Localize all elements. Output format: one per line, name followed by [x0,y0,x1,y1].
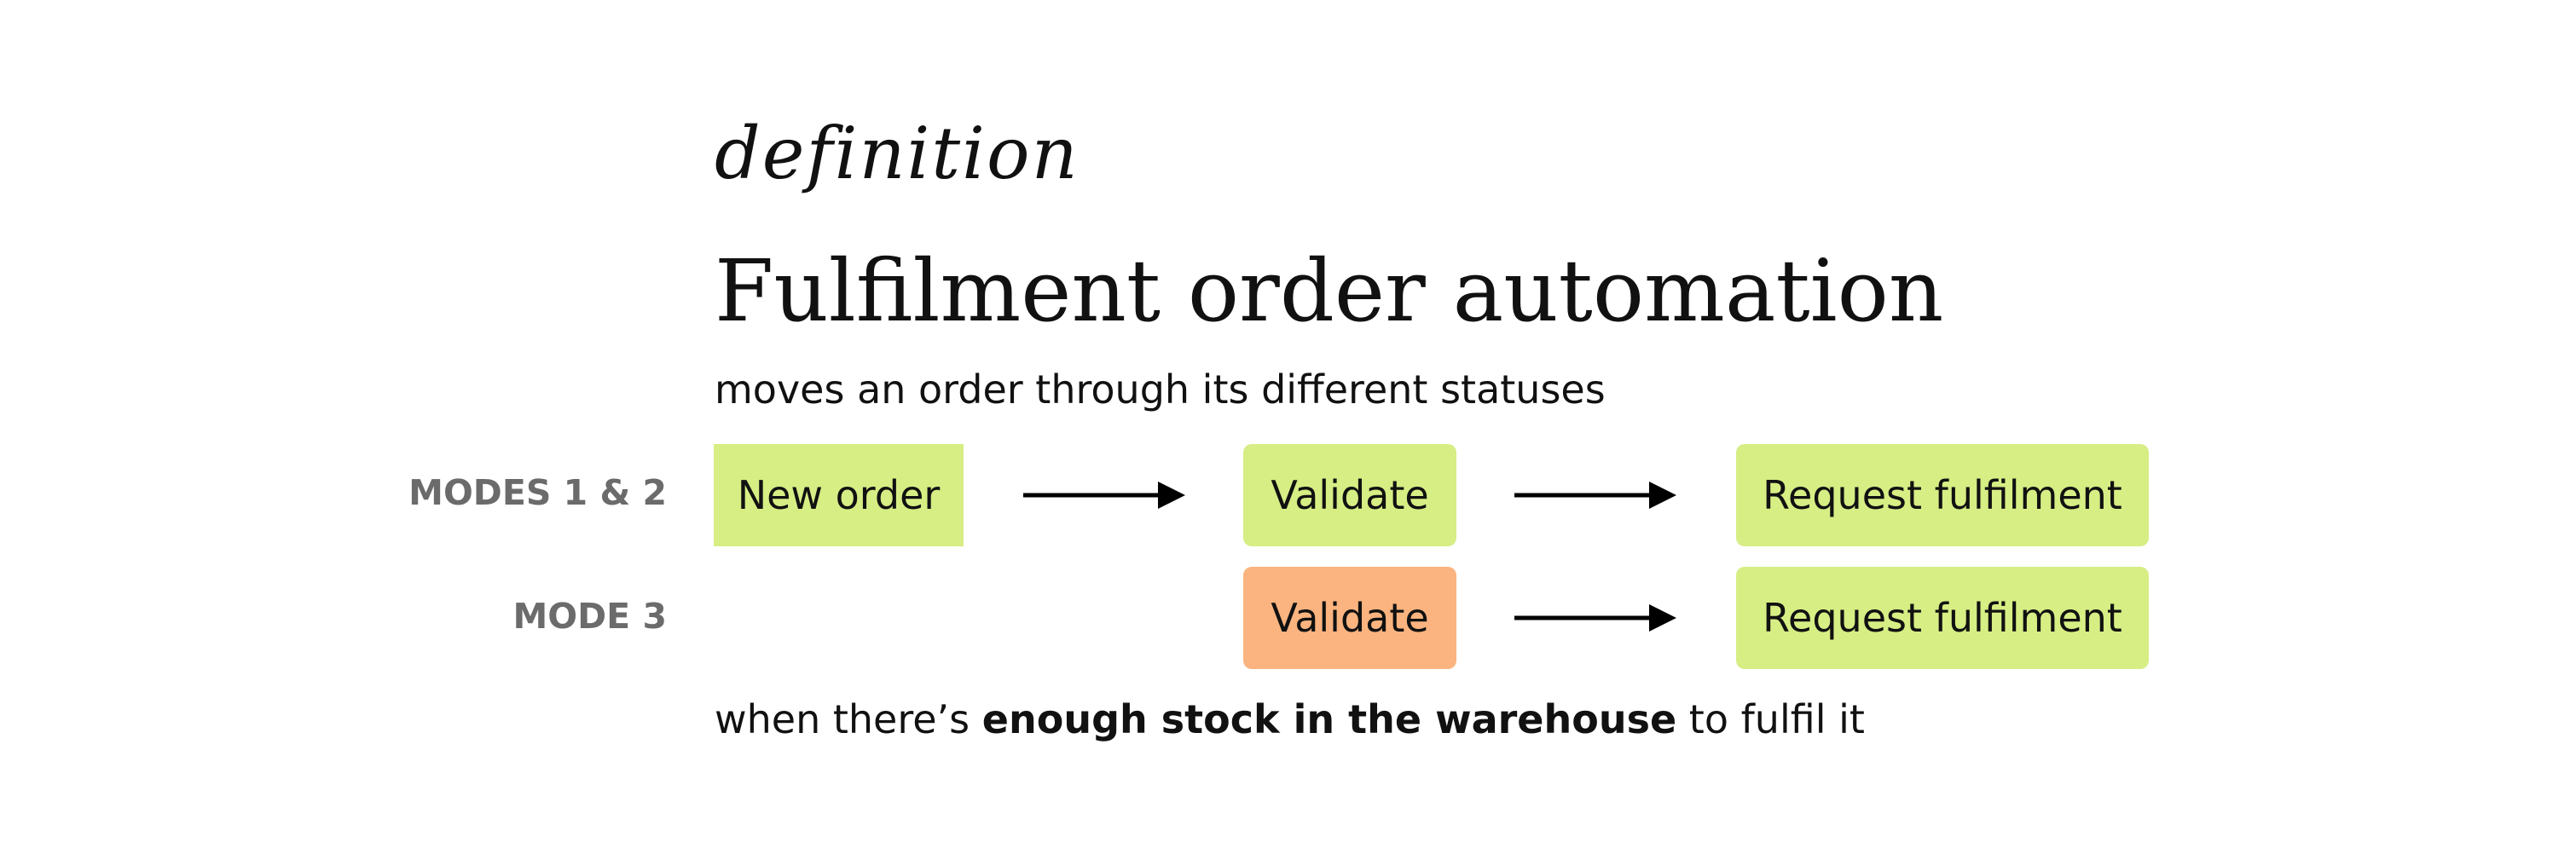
footer-text-before: when there’s [715,696,982,742]
step-validate-mode-3: Validate [1243,567,1456,669]
footer-text-after: to fulfil it [1676,696,1865,742]
footer-condition: when there’s enough stock in the warehou… [715,698,1865,741]
footer-emphasis: enough stock in the warehouse [981,696,1677,742]
row-label-mode-3: MODE 3 [512,596,668,637]
step-new-order: New order [714,444,964,546]
definition-kicker: definition [715,112,1080,195]
page-title: Fulfilment order automation [715,241,1944,341]
step-request-fulfilment-modes-1-2: Request fulfilment [1736,444,2149,546]
arrow-right-icon [1023,482,1185,509]
row-label-modes-1-2: MODES 1 & 2 [408,472,667,513]
arrow-right-icon [1514,482,1676,509]
page-subtitle: moves an order through its different sta… [715,366,1606,413]
step-validate-modes-1-2: Validate [1243,444,1456,546]
arrow-right-icon [1514,604,1676,632]
step-request-fulfilment-mode-3: Request fulfilment [1736,567,2149,669]
